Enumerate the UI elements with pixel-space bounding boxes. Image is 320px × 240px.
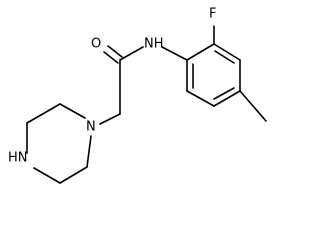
bond-ch2-n1 <box>99 113 121 125</box>
bond-ar-c2-c3 <box>213 43 241 61</box>
structure-canvas: O NH F N HN <box>8 6 267 184</box>
bond-pip-c6-n1 <box>86 135 92 168</box>
bond-ar-c4-c5 <box>213 90 241 107</box>
bond-pip-c2-c3 <box>26 103 61 124</box>
bond-ar-inner-2 <box>213 87 235 100</box>
bond-pip-n4-c5 <box>33 167 61 184</box>
bond-nh-aryl <box>161 46 188 61</box>
bond-c-o-double-a <box>103 51 119 64</box>
bond-ar-c5-c6 <box>186 90 215 107</box>
bond-pip-n1-c2 <box>59 103 86 119</box>
bond-ar-inner-1 <box>214 50 235 64</box>
bond-pip-c5-c6 <box>59 166 88 184</box>
atom-label-fluorine: F <box>209 7 216 22</box>
bond-c-o-double-b <box>107 45 123 58</box>
bond-ar-c1-c2 <box>186 43 215 61</box>
bond-carbonyl-nh <box>119 46 144 61</box>
atom-label-piperazine-hn: HN <box>8 151 28 166</box>
atom-label-amide-nh: NH <box>144 37 164 52</box>
atom-label-oxygen: O <box>91 37 101 52</box>
molecule-structure: O NH F N HN <box>8 7 267 184</box>
atom-label-piperazine-n1: N <box>86 120 96 135</box>
bond-methyl <box>239 90 267 122</box>
